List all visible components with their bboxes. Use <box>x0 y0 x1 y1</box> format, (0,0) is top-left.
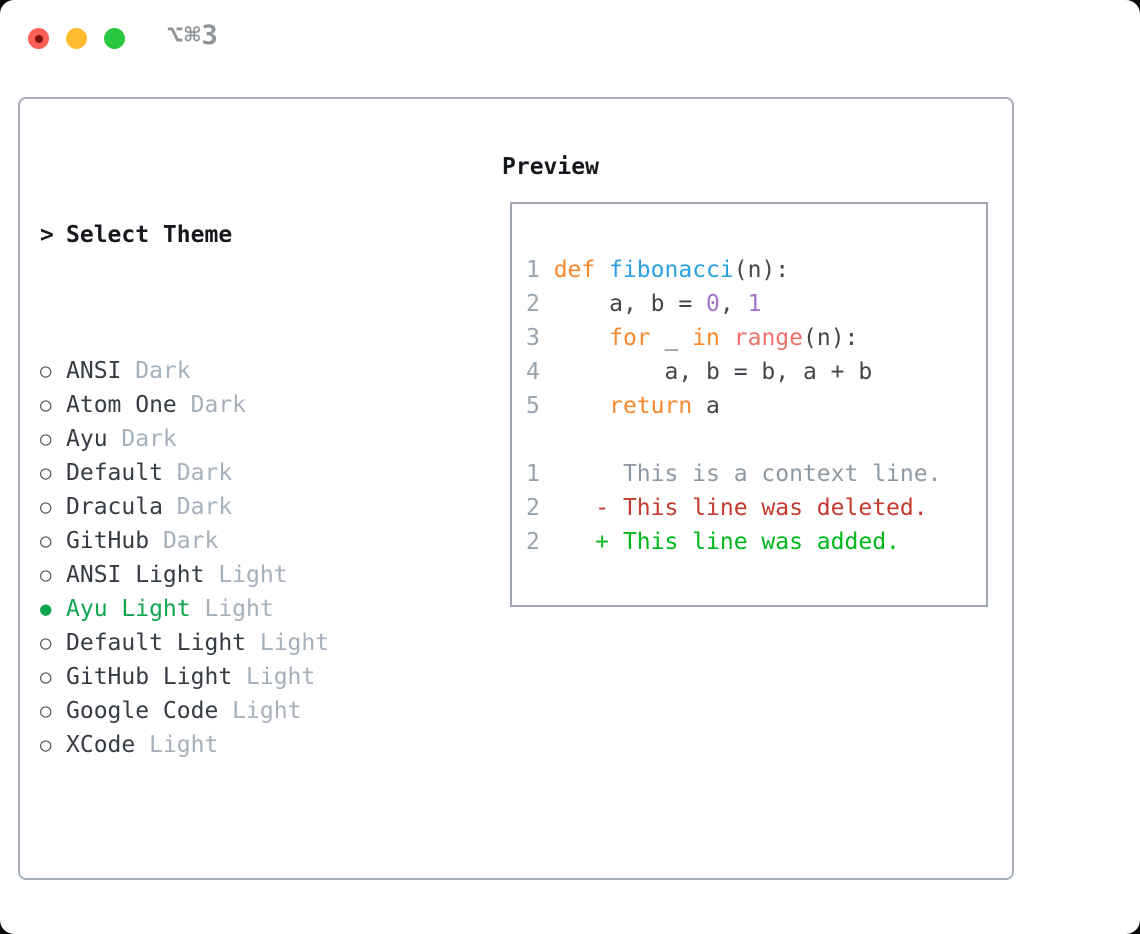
radio-icon: ○ <box>40 360 52 382</box>
radio-icon: ○ <box>40 394 52 416</box>
theme-option-google-code-light[interactable]: ○ Google Code Light <box>40 694 500 728</box>
radio-icon: ○ <box>40 700 52 722</box>
theme-option-ayu-dark[interactable]: ○ Ayu Dark <box>40 422 500 456</box>
theme-name: GitHub Light <box>66 664 233 690</box>
theme-name: Ayu <box>66 426 108 452</box>
theme-picker: > Select Theme ○ ANSI Dark ○ Atom One Dark ○ A… <box>40 150 500 934</box>
theme-option-default-dark[interactable]: ○ Default Dark <box>40 456 500 490</box>
code-line: 2 + This line was added. <box>526 529 900 555</box>
theme-list: ○ ANSI Dark ○ Atom One Dark ○ Ayu Dark ○ Defaul… <box>40 354 500 762</box>
theme-variant-tag: Light <box>204 562 288 588</box>
radio-icon: ○ <box>40 496 52 518</box>
code-line: 1 def fibonacci(n): <box>526 257 790 283</box>
theme-name: Default Light <box>66 630 247 656</box>
theme-dialog: > Select Theme ○ ANSI Dark ○ Atom One Dark ○ A… <box>18 97 1014 880</box>
theme-variant-tag: Light <box>190 596 274 622</box>
select-theme-label: Select Theme <box>66 222 233 248</box>
radio-icon: ○ <box>40 564 52 586</box>
radio-icon: ○ <box>40 734 52 756</box>
theme-variant-tag: Dark <box>121 358 191 384</box>
theme-variant-tag: Light <box>218 698 302 724</box>
code-line: 1 This is a context line. <box>526 461 942 487</box>
code-line: 4 a, b = b, a + b <box>526 359 873 385</box>
radio-selected-icon: ● <box>40 598 52 620</box>
unsaved-indicator-icon <box>34 34 43 43</box>
preview-header: Preview <box>502 154 599 180</box>
theme-name: Dracula <box>66 494 163 520</box>
code-line: 5 return a <box>526 393 720 419</box>
traffic-lights <box>28 28 125 49</box>
theme-name: Atom One <box>66 392 177 418</box>
code-line: 2 - This line was deleted. <box>526 495 928 521</box>
radio-icon: ○ <box>40 666 52 688</box>
section-gap <box>40 864 500 898</box>
theme-option-xcode-light[interactable]: ○ XCode Light <box>40 728 500 762</box>
code-line: 2 a, b = 0, 1 <box>526 291 762 317</box>
theme-option-default-light-light[interactable]: ○ Default Light Light <box>40 626 500 660</box>
theme-option-github-dark[interactable]: ○ GitHub Dark <box>40 524 500 558</box>
select-theme-header: > Select Theme <box>40 218 500 252</box>
theme-variant-tag: Light <box>232 664 316 690</box>
theme-name: GitHub <box>66 528 150 554</box>
zoom-button[interactable] <box>104 28 125 49</box>
theme-variant-tag: Dark <box>149 528 219 554</box>
close-button[interactable] <box>28 28 49 49</box>
code-line <box>526 423 986 457</box>
theme-variant-tag: Light <box>246 630 330 656</box>
theme-option-dracula-dark[interactable]: ○ Dracula Dark <box>40 490 500 524</box>
preview-box: 1 def fibonacci(n): 2 a, b = 0, 1 3 for _ … <box>510 202 988 607</box>
theme-variant-tag: Dark <box>107 426 177 452</box>
theme-name: Default <box>66 460 163 486</box>
code-line: 3 for _ in range(n): <box>526 325 859 351</box>
theme-variant-tag: Dark <box>162 460 233 486</box>
theme-variant-tag: Dark <box>176 392 247 418</box>
theme-name: ANSI <box>66 358 122 384</box>
theme-name: XCode <box>66 732 136 758</box>
theme-name: Ayu Light <box>66 596 191 622</box>
minimize-button[interactable] <box>66 28 87 49</box>
code-preview: 1 def fibonacci(n): 2 a, b = 0, 1 3 for _ … <box>526 253 986 559</box>
theme-variant-tag: Light <box>135 732 219 758</box>
theme-option-atom-one-dark[interactable]: ○ Atom One Dark <box>40 388 500 422</box>
cursor-icon: > <box>40 222 54 248</box>
theme-option-github-light-light[interactable]: ○ GitHub Light Light <box>40 660 500 694</box>
radio-icon: ○ <box>40 530 52 552</box>
radio-icon: ○ <box>40 428 52 450</box>
theme-option-ayu-light-light[interactable]: ● Ayu Light Light <box>40 592 500 626</box>
theme-name: Google Code <box>66 698 219 724</box>
radio-icon: ○ <box>40 632 52 654</box>
theme-variant-tag: Dark <box>162 494 233 520</box>
theme-name: ANSI Light <box>66 562 205 588</box>
theme-option-ansi-light-light[interactable]: ○ ANSI Light Light <box>40 558 500 592</box>
window-titlebar: ⌥⌘3 <box>0 0 1140 70</box>
theme-option-ansi-dark[interactable]: ○ ANSI Dark <box>40 354 500 388</box>
window-title: ⌥⌘3 <box>167 20 219 51</box>
radio-icon: ○ <box>40 462 52 484</box>
